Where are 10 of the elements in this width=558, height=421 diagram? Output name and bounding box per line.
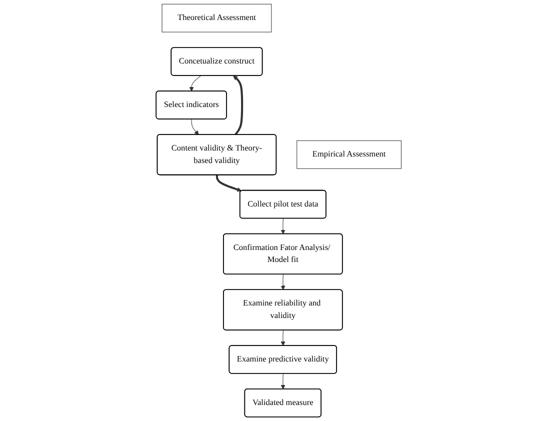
node-box: Theoretical Assessment — [162, 4, 272, 32]
arrow — [216, 175, 242, 192]
arrow — [281, 274, 286, 290]
arrow — [281, 330, 286, 346]
arrow — [190, 76, 202, 92]
arrow — [281, 218, 286, 234]
arrow — [192, 118, 200, 135]
arrow — [233, 76, 244, 136]
node-box: Empirical Assessment — [296, 140, 402, 169]
arrow — [281, 373, 286, 390]
